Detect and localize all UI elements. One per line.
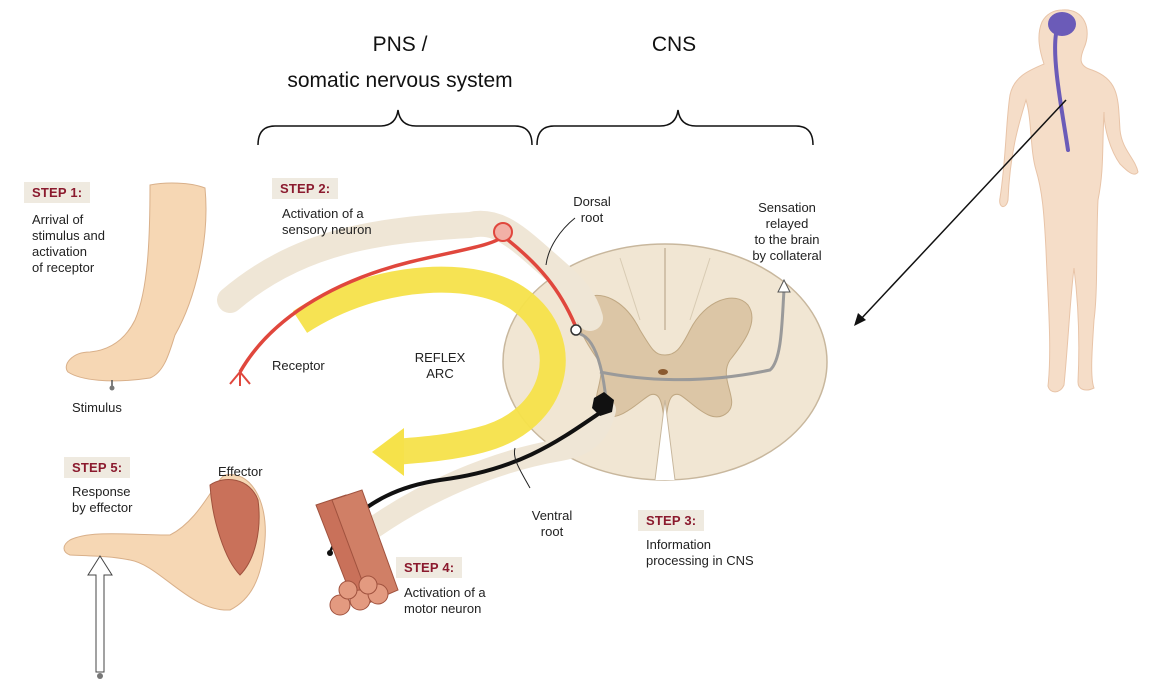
step1-text: Arrival of stimulus and activation of re… [32,212,105,275]
brain [1048,12,1076,36]
step4-text: Activation of a motor neuron [404,585,486,616]
arm-step1 [65,182,207,391]
spinal-cord-figure [1053,32,1070,152]
ventral-root-label: Ventral root [531,508,573,539]
response-arrow [87,555,113,673]
motor-cell-body [592,392,614,416]
reflex-arc-arrowhead [372,428,404,476]
step2-text: Activation of a sensory neuron [282,206,372,237]
pointer-arrowhead [854,313,866,326]
step5-text: Response by effector [72,484,133,515]
cns-brace [536,109,814,146]
muscle-bundle [315,489,399,616]
motor-neuron [338,408,606,532]
dorsal-root-label: Dorsal root [573,194,611,225]
step4-tag: STEP 4: [396,557,463,578]
sensory-neuron [238,233,577,373]
sensory-cell-body [493,222,513,242]
step2-tag: STEP 2: [272,178,339,199]
step3-text: Information processing in CNS [646,537,754,568]
reflex-arc-arrow [292,266,566,465]
receptor-label: Receptor [272,358,325,373]
pns-label-line2: somatic nervous system [287,69,513,92]
dorsal-root-nerve [217,210,603,331]
arm-step5 [63,473,266,679]
effector-label: Effector [218,464,263,479]
step5-tag: STEP 5: [64,457,131,478]
reflex-arc-label: REFLEX ARC [414,350,466,381]
human-body-figure [999,9,1139,393]
sensation-label: Sensation relayed to the brain by collat… [752,200,822,263]
pns-brace [257,109,533,146]
stimulus-label: Stimulus [72,400,122,415]
step3-tag: STEP 3: [638,510,705,531]
cns-label: CNS [651,33,697,56]
pns-label-line1: PNS / [372,33,428,56]
pointer-arrow [859,99,1067,321]
step1-tag: STEP 1: [24,182,91,203]
